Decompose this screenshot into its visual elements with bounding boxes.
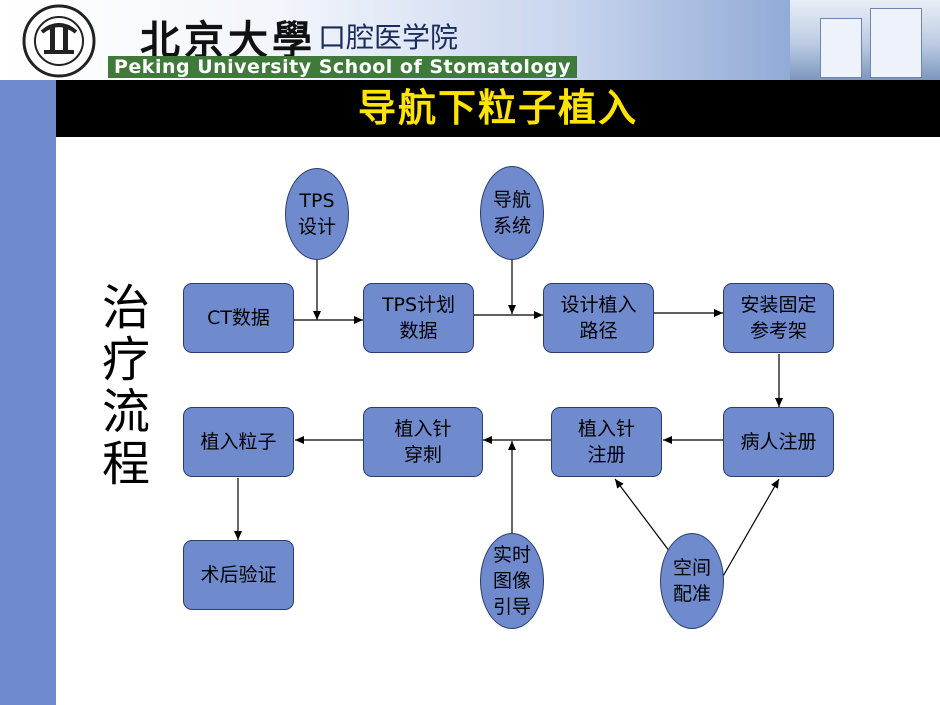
box-patient-registration: 病人注册 [723,407,834,477]
box-postop-verify: 术后验证 [183,540,294,610]
box-needle-puncture: 植入针 穿刺 [363,407,483,477]
arrow-spatial-to-patient [721,478,780,579]
box-design-path: 设计植入 路径 [543,283,654,353]
box-needle-register: 植入针 注册 [551,407,662,477]
school-english-name: Peking University School of Stomatology [108,56,577,78]
box-install-frame: 安装固定 参考架 [723,283,834,353]
header-banner: 北京大學 口腔医学院 Peking University School of S… [0,0,940,80]
box-ct-data: CT数据 [183,283,294,353]
building-image [790,0,940,80]
arrow-spatial-to-register [614,478,677,561]
oval-nav-system: 导航 系统 [480,166,544,260]
left-accent-bar [0,80,56,705]
title-bar [56,80,940,137]
box-implant-seeds: 植入粒子 [183,407,294,477]
oval-spatial-registration: 空间 配准 [660,533,724,629]
slide-title: 导航下粒子植入 [357,86,638,130]
oval-realtime-guide: 实时 图像 引导 [480,533,544,629]
side-label: 治疗流程 [101,280,150,492]
box-tps-plan-data: TPS计划 数据 [363,283,474,353]
university-seal-icon [22,4,96,78]
school-name: 口腔医学院 [318,21,459,54]
oval-tps-design: TPS 设计 [285,168,349,260]
